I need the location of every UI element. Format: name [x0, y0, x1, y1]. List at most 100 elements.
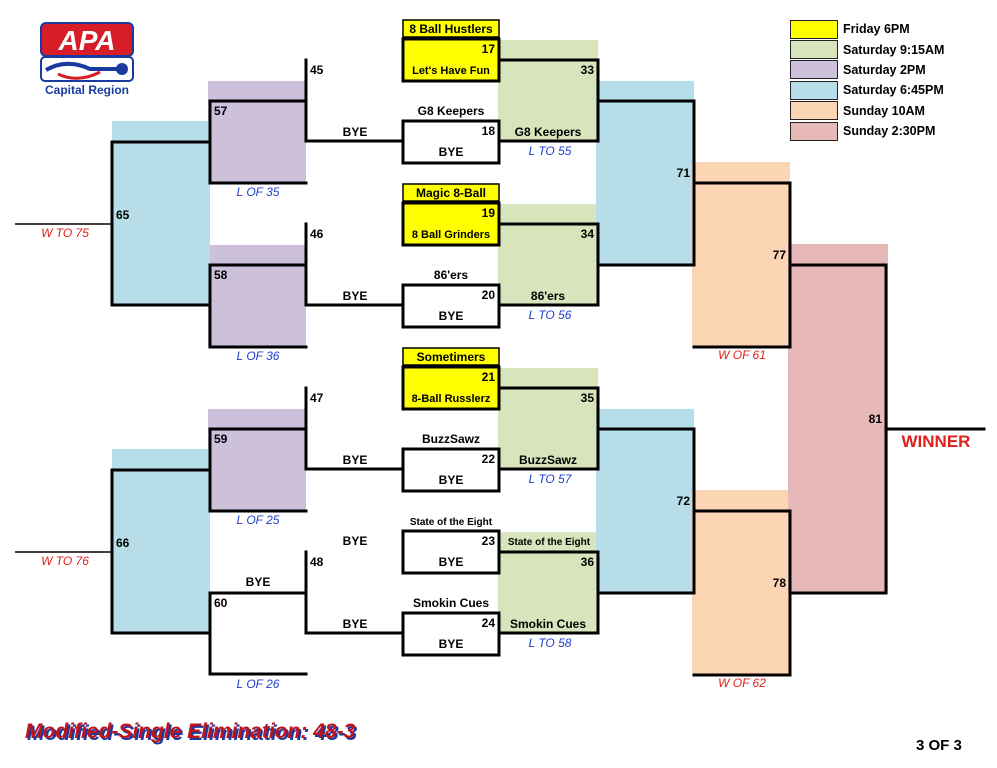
page-number: 3 OF 3 — [916, 737, 962, 754]
match-24-number: 24 — [482, 616, 496, 630]
schedule-legend: Friday 6PM Saturday 9:15AM Saturday 2PM Sat… — [790, 19, 944, 141]
match-65-note: W TO 75 — [41, 226, 89, 240]
match-78: 78 W OF 62 — [718, 576, 786, 690]
match-35-note: L TO 57 — [529, 472, 573, 486]
match-33: 33 G8 Keepers L TO 55 — [515, 63, 595, 158]
legend-item: Saturday 2PM — [790, 60, 944, 80]
match-57-note: L OF 35 — [237, 185, 280, 199]
match-47-bye: BYE — [343, 453, 368, 467]
legend-item: Sunday 10AM — [790, 101, 944, 121]
match-19-bottom-team: 8 Ball Grinders — [412, 229, 490, 241]
match-18-bottom-team: BYE — [439, 145, 464, 159]
match-59-note: L OF 25 — [237, 513, 280, 527]
match-81: 81 WINNER — [869, 412, 971, 451]
match-58-note: L OF 36 — [237, 349, 280, 363]
logo-brand: APA — [57, 25, 115, 56]
match-24: Smokin Cues 24 BYE — [413, 596, 495, 651]
match-35: 35 BuzzSawz L TO 57 — [519, 391, 594, 486]
apa-logo: APA Capital Region — [40, 22, 135, 98]
legend-swatch — [790, 60, 838, 80]
legend-swatch — [790, 121, 838, 141]
match-71-number: 71 — [677, 166, 691, 180]
match-48-number: 48 — [310, 555, 324, 569]
match-33-note: L TO 55 — [529, 144, 572, 158]
match-45-number: 45 — [310, 63, 324, 77]
match-21-top-team: Sometimers — [417, 350, 486, 364]
match-23-top-team: State of the Eight — [410, 517, 493, 528]
match-48-top-bye: BYE — [343, 534, 368, 548]
winner-label: WINNER — [902, 432, 971, 451]
match-19-top-team: Magic 8-Ball — [416, 186, 486, 200]
match-57: 57 L OF 35 — [214, 104, 280, 199]
match-59: 59 L OF 25 — [214, 432, 280, 527]
match-20: 86'ers 20 BYE — [434, 268, 495, 323]
legend-label: Sunday 10AM — [843, 103, 925, 118]
match-22-bottom-team: BYE — [439, 473, 464, 487]
legend-item: Saturday 9:15AM — [790, 39, 945, 60]
match-22: BuzzSawz 22 BYE — [422, 432, 495, 487]
match-60-top-bye: BYE — [246, 575, 271, 589]
match-66: 66 W TO 76 — [41, 536, 130, 568]
match-81-number: 81 — [869, 412, 883, 426]
logo-region: Capital Region — [45, 83, 129, 97]
match-19: Magic 8-Ball 19 8 Ball Grinders — [412, 186, 495, 241]
match-36-note: L TO 58 — [529, 636, 572, 650]
match-65: 65 W TO 75 — [41, 208, 130, 240]
match-18-top-team: G8 Keepers — [418, 104, 485, 118]
match-36-winner: Smokin Cues — [510, 617, 586, 631]
match-57-number: 57 — [214, 104, 228, 118]
match-58: 58 L OF 36 — [214, 268, 280, 363]
match-21-number: 21 — [482, 370, 496, 384]
match-20-top-team: 86'ers — [434, 268, 469, 282]
match-23-number: 23 — [482, 534, 496, 548]
match-34-number: 34 — [581, 227, 595, 241]
match-17-bottom-team: Let's Have Fun — [412, 65, 490, 77]
match-47: 47 BYE — [310, 391, 367, 467]
match-77-note: W OF 61 — [718, 348, 766, 362]
match-66-note: W TO 76 — [41, 554, 89, 568]
match-35-winner: BuzzSawz — [519, 453, 577, 467]
match-46-number: 46 — [310, 227, 324, 241]
legend-label: Saturday 6:45PM — [843, 83, 944, 98]
legend-swatch — [790, 19, 838, 39]
match-33-winner: G8 Keepers — [515, 125, 582, 139]
legend-label: Saturday 2PM — [843, 62, 926, 77]
match-36-number: 36 — [581, 555, 595, 569]
match-21: Sometimers 21 8-Ball Russlerz — [412, 350, 496, 405]
match-18: G8 Keepers 18 BYE — [418, 104, 496, 159]
match-59-number: 59 — [214, 432, 228, 446]
match-77-number: 77 — [773, 248, 787, 262]
match-46: 46 BYE — [310, 227, 367, 303]
match-18-number: 18 — [482, 124, 496, 138]
match-34-note: L TO 56 — [529, 308, 572, 322]
legend-swatch — [790, 80, 838, 100]
legend-item: Saturday 6:45PM — [790, 80, 944, 100]
match-23: State of the Eight 23 BYE — [410, 517, 495, 569]
match-45-bye: BYE — [343, 125, 368, 139]
match-36-top-team: State of the Eight — [508, 537, 591, 548]
match-65-number: 65 — [116, 208, 130, 222]
match-46-bye: BYE — [343, 289, 368, 303]
bracket-lines — [15, 58, 986, 677]
match-78-number: 78 — [773, 576, 787, 590]
match-77: 77 W OF 61 — [718, 248, 786, 362]
match-35-number: 35 — [581, 391, 595, 405]
legend-label: Saturday 9:15AM — [843, 42, 945, 57]
legend-label: Friday 6PM — [843, 22, 910, 37]
match-24-bottom-team: BYE — [439, 637, 464, 651]
match-17-number: 17 — [482, 42, 496, 56]
match-60: BYE 60 L OF 26 — [214, 575, 280, 691]
match-22-top-team: BuzzSawz — [422, 432, 480, 446]
legend-item: Friday 6PM — [790, 19, 944, 39]
match-60-number: 60 — [214, 596, 228, 610]
match-47-number: 47 — [310, 391, 324, 405]
match-34-winner: 86'ers — [531, 289, 566, 303]
match-24-top-team: Smokin Cues — [413, 596, 489, 610]
match-33-number: 33 — [581, 63, 595, 77]
bracket-title: Modified-Single Elimination: 48-3 — [25, 720, 356, 743]
match-34: 34 86'ers L TO 56 — [529, 227, 595, 322]
legend-item: Sunday 2:30PM — [790, 121, 944, 141]
match-17-top-team: 8 Ball Hustlers — [409, 22, 493, 36]
match-45: 45 BYE — [310, 63, 367, 139]
